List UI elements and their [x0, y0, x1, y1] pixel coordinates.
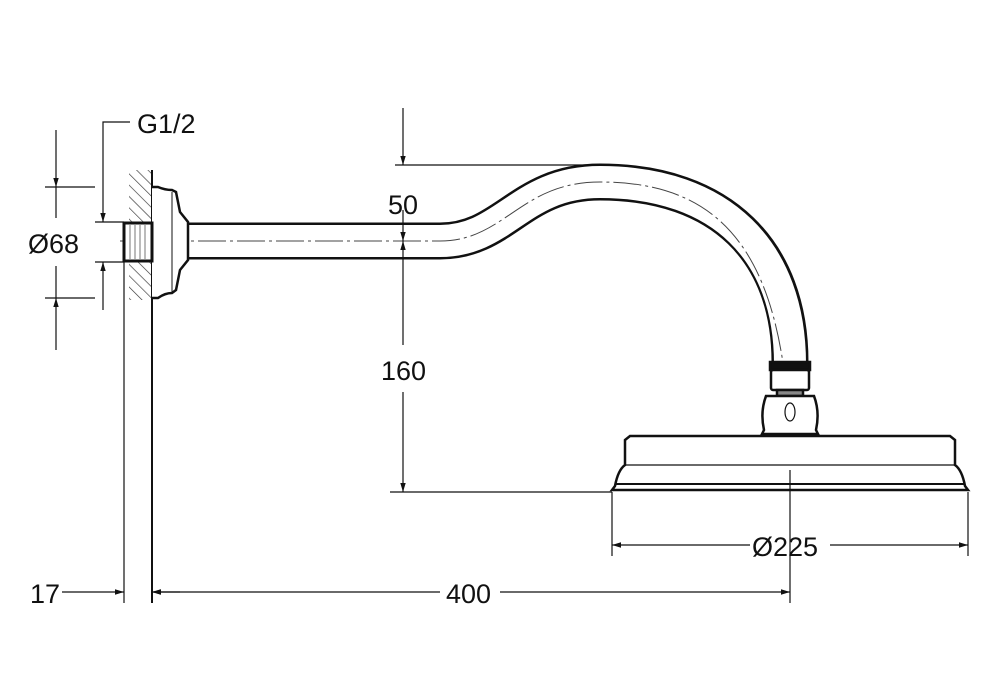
head-diameter-label: Ø225	[752, 532, 818, 562]
projection-label: 400	[446, 579, 491, 609]
flange-diameter-label: Ø68	[28, 229, 79, 259]
drop-label: 160	[381, 356, 426, 386]
wall-flange	[152, 185, 190, 300]
shower-arm	[120, 163, 809, 471]
thread-nipple	[122, 221, 154, 263]
rise-label: 50	[388, 190, 418, 220]
dimensions	[45, 108, 969, 603]
wall-offset-label: 17	[30, 579, 60, 609]
shower-head	[609, 360, 971, 492]
thread-label: G1/2	[137, 109, 196, 139]
